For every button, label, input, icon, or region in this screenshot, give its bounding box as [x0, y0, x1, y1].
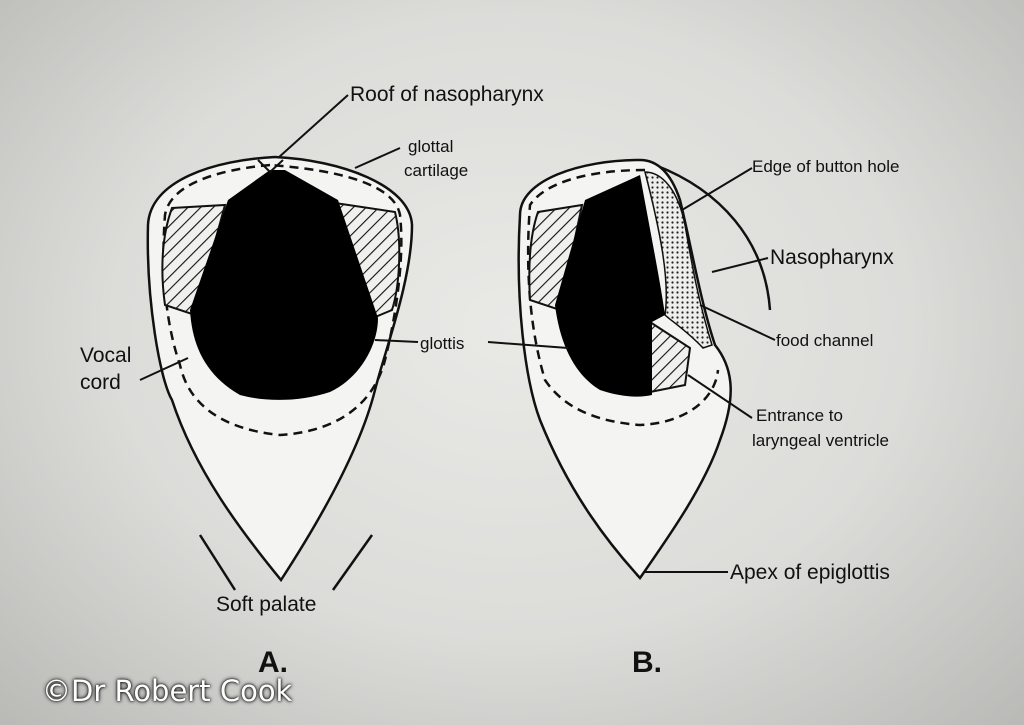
label-figure-a: A.	[258, 646, 288, 679]
dashed-rim-b	[526, 168, 720, 427]
hatched-fold-right-a	[333, 201, 401, 322]
label-soft-palate: Soft palate	[216, 593, 316, 616]
label-figure-b: B.	[632, 646, 662, 679]
leader-glottis-a	[374, 339, 419, 343]
nasopharynx-arc	[654, 163, 772, 311]
label-glottal-1: glottal	[408, 137, 453, 156]
leader-glottal	[354, 147, 401, 169]
glottis-opening-a	[190, 170, 378, 400]
label-food: food channel	[776, 331, 873, 350]
leader-edge	[681, 167, 753, 211]
label-edge: Edge of button hole	[752, 157, 899, 176]
label-nasopharynx: Nasopharynx	[770, 246, 894, 269]
leader-glottis-b	[487, 341, 569, 349]
label-vocal-1: Vocal	[80, 344, 131, 367]
hatched-fold-left-a	[161, 203, 227, 317]
figure-a	[139, 94, 419, 591]
label-glottis: glottis	[420, 334, 464, 353]
leader-roof	[277, 94, 349, 159]
label-apex: Apex of epiglottis	[730, 561, 890, 584]
soft-palate-line-right	[331, 534, 374, 591]
food-channel	[644, 171, 713, 349]
label-glottal-2: cartilage	[404, 161, 468, 180]
leader-vocal	[139, 357, 189, 381]
figure-b	[487, 158, 776, 581]
leader-entrance	[687, 374, 753, 419]
leader-nasopharynx	[711, 257, 769, 273]
label-entrance-1: Entrance to	[756, 406, 843, 425]
glottis-opening-b	[555, 175, 665, 397]
dashed-rim-a	[162, 163, 403, 437]
label-vocal-2: cord	[80, 371, 121, 394]
copyright-watermark: ©Dr Robert Cook	[42, 674, 293, 708]
soft-palate-line-left	[198, 534, 237, 591]
label-entrance-2: laryngeal ventricle	[752, 431, 889, 450]
label-roof: Roof of nasopharynx	[350, 83, 544, 106]
roof-notch-a	[257, 159, 284, 174]
leader-food	[699, 304, 776, 341]
hatched-fold-left-b	[528, 203, 584, 312]
